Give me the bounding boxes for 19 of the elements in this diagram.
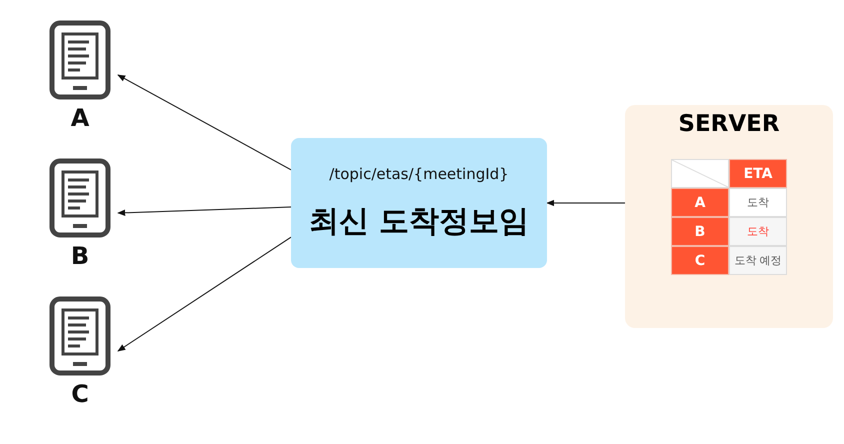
table-cell: 도착 예정: [729, 246, 787, 275]
arrow: [117, 206, 292, 216]
server-panel: [625, 105, 833, 328]
table-header-cell: ETA: [729, 159, 787, 188]
arrow: [546, 200, 626, 206]
arrow: [117, 236, 292, 352]
table-header-cell: B: [671, 217, 729, 246]
table-header-cell: A: [671, 188, 729, 217]
device-label: C: [71, 380, 89, 408]
table-header-cell: C: [671, 246, 729, 275]
table-cell: 도착: [729, 188, 787, 217]
topic-path: /topic/etas/{meetingId}: [329, 164, 509, 182]
arrow: [117, 74, 292, 170]
device-label: A: [70, 104, 90, 132]
message-box: [291, 138, 547, 268]
panel-title: SERVER: [677, 111, 781, 137]
device-label: B: [70, 242, 90, 270]
table-cell: 도착: [729, 217, 787, 246]
message-text: 최신 도착정보임: [308, 202, 530, 240]
